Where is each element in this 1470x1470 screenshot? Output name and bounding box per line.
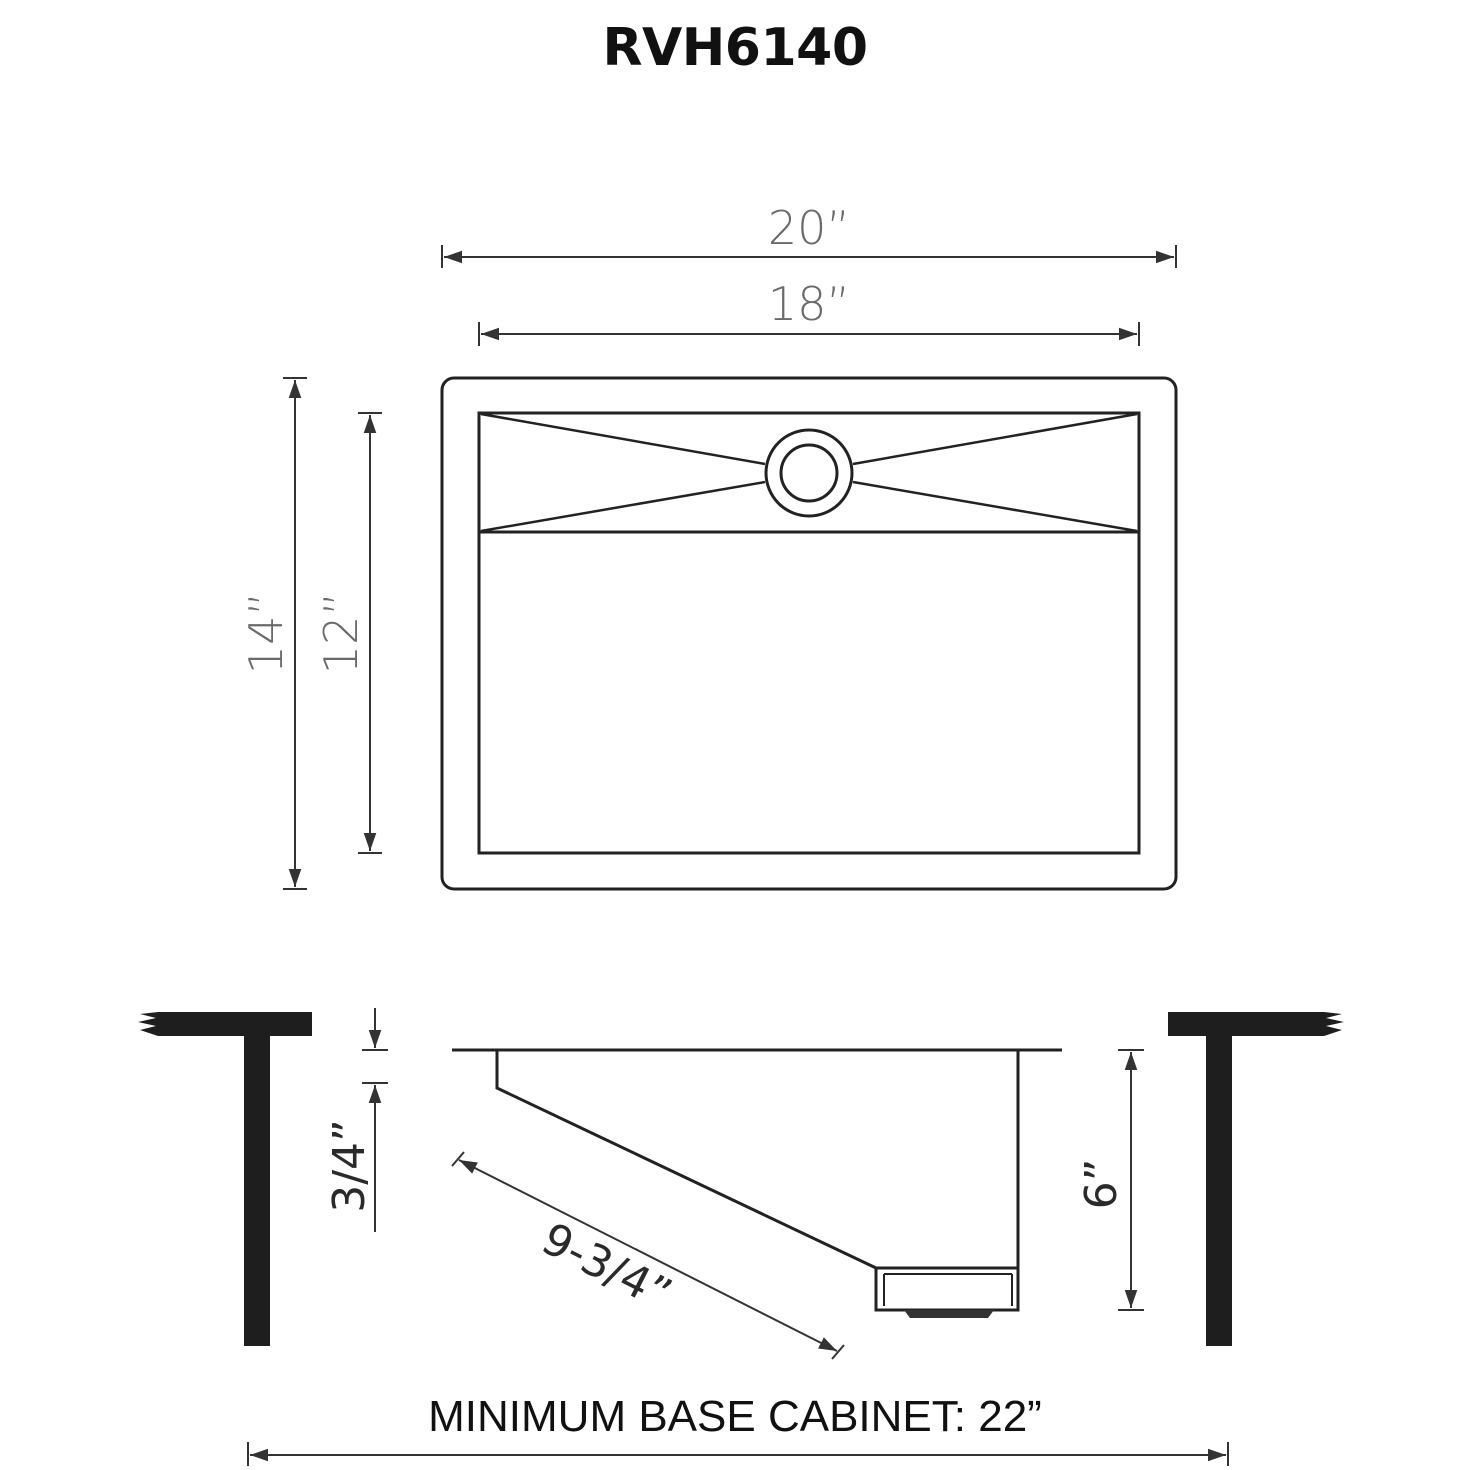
sink-rim	[440, 376, 1178, 891]
rim-offset-label: 3/4”	[324, 1119, 375, 1213]
top-view: 20” 18” 14” 12”	[239, 201, 1178, 891]
slope-length-label: 9-3/4”	[534, 1213, 680, 1321]
slope-length-dimension	[451, 1151, 845, 1360]
page-title: RVH6140	[602, 18, 868, 78]
minimum-cabinet-label: MINIMUM BASE CABINET: 22”	[428, 1392, 1042, 1441]
sink-profile	[452, 1048, 1062, 1312]
right-countertop	[1168, 1012, 1344, 1346]
outer-width-dimension	[441, 245, 1177, 268]
bowl-depth-dimension	[1118, 1049, 1144, 1311]
drain-outlet-icon	[904, 1310, 994, 1318]
cabinet-width-dimension	[247, 1442, 1229, 1466]
inner-depth-dimension	[358, 412, 382, 854]
sink-bowl	[477, 411, 1141, 855]
rim-offset-dimension	[362, 1008, 388, 1232]
inner-width-dimension	[478, 322, 1140, 346]
outer-depth-dimension	[283, 377, 307, 890]
slope-lines	[480, 412, 1138, 533]
outer-width-label: 20”	[768, 201, 850, 255]
drain-icon	[764, 428, 854, 518]
left-countertop	[138, 1012, 312, 1346]
outer-depth-label: 14”	[239, 592, 293, 674]
inner-depth-label: 12”	[314, 592, 368, 674]
bowl-depth-label: 6”	[1076, 1159, 1127, 1210]
inner-width-label: 18”	[768, 277, 850, 331]
